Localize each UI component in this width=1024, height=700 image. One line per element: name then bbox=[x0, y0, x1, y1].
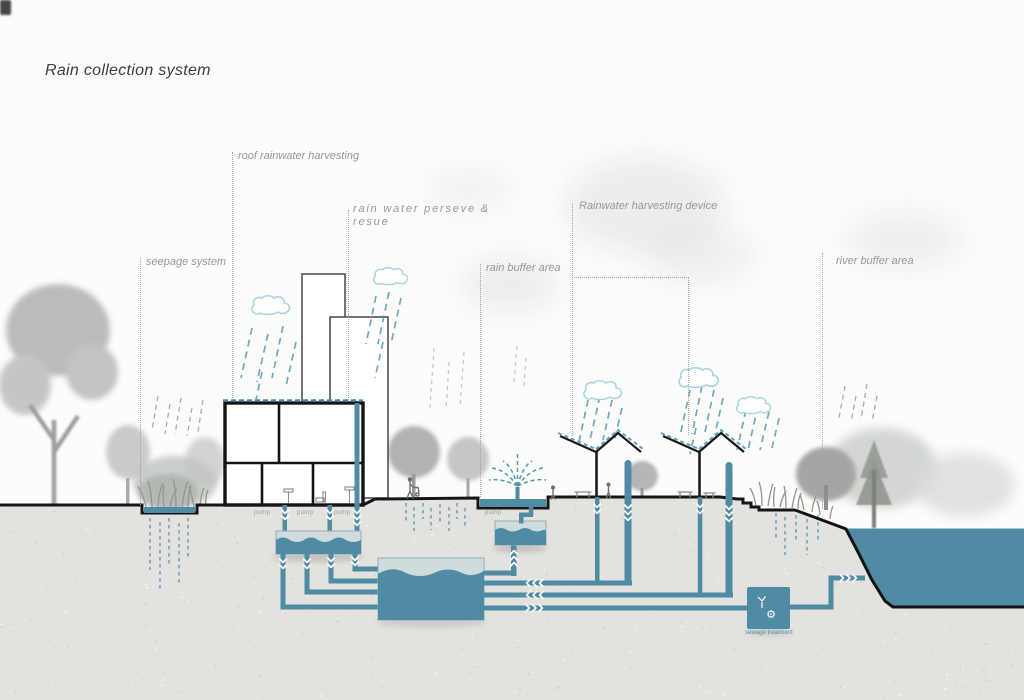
cloud-icon bbox=[736, 396, 772, 415]
fountain-nozzle bbox=[515, 487, 520, 500]
leader-river-buffer bbox=[822, 253, 823, 509]
flow-arrows bbox=[278, 503, 858, 613]
sprout-icon bbox=[757, 596, 766, 608]
leader-device-horizontal bbox=[572, 277, 689, 278]
cloud-icon bbox=[678, 366, 720, 389]
people-and-benches bbox=[406, 477, 716, 500]
sewage-treatment-box: ⚙ bbox=[747, 587, 790, 629]
trees-middle bbox=[388, 426, 658, 500]
leader-device-2 bbox=[688, 277, 689, 435]
person-walking bbox=[406, 477, 420, 499]
pine-tree bbox=[856, 440, 892, 528]
label-seepage-system: seepage system bbox=[146, 256, 227, 268]
fountain-pump-tank bbox=[494, 520, 547, 546]
label-sewage-treatment: sewage treatment bbox=[745, 630, 793, 636]
trees-left bbox=[0, 284, 225, 505]
label-pump-1: pump bbox=[254, 510, 271, 516]
leader-roof-harvesting bbox=[232, 152, 233, 400]
storage-tank-small bbox=[275, 530, 362, 555]
label-pump-4: pump bbox=[485, 510, 502, 516]
trees-riverbank bbox=[749, 428, 1015, 528]
label-rain-water-preserve: rain water perseve & resue bbox=[353, 203, 490, 229]
diagram-title: Rain collection system bbox=[45, 62, 211, 79]
harvesting-device bbox=[557, 428, 644, 497]
label-pump-3: pump bbox=[334, 510, 351, 516]
leader-rain-buffer bbox=[480, 264, 481, 497]
fountain-icon bbox=[488, 454, 547, 487]
rain-buffer-basin-water bbox=[480, 499, 546, 507]
sky-haze bbox=[430, 157, 963, 311]
gray-rain-streaks bbox=[151, 345, 878, 437]
gear-icon: ⚙ bbox=[766, 608, 776, 621]
seepage-basin-water bbox=[144, 507, 195, 513]
seepage-dashes bbox=[149, 503, 819, 590]
harvesting-device bbox=[660, 428, 747, 497]
cloud-icon bbox=[251, 294, 291, 316]
leader-device-1 bbox=[572, 203, 573, 436]
cloud-icon bbox=[373, 267, 409, 286]
bench bbox=[574, 491, 592, 498]
label-rain-water-preserve-line1: rain water perseve & bbox=[353, 203, 490, 215]
storage-tank-main bbox=[377, 557, 485, 621]
corner-mark bbox=[0, 0, 11, 15]
bench bbox=[703, 492, 716, 499]
label-rainwater-harvesting-device: Rainwater harvesting device bbox=[579, 200, 718, 212]
person-standing bbox=[605, 482, 612, 499]
rainwater-harvesting-devices bbox=[557, 428, 747, 497]
label-pump-2: pump bbox=[297, 510, 314, 516]
leader-seepage-system bbox=[140, 258, 141, 505]
cloud-icons bbox=[251, 267, 772, 415]
river-water bbox=[846, 528, 1024, 606]
rain-lines bbox=[240, 291, 780, 455]
label-rain-buffer-area: rain buffer area bbox=[486, 262, 561, 274]
building-downpipe bbox=[354, 403, 360, 532]
leader-rain-preserve bbox=[348, 210, 349, 400]
ground-fill bbox=[0, 497, 1024, 700]
cloud-icon bbox=[583, 379, 623, 401]
ground-line bbox=[0, 495, 795, 515]
person-standing bbox=[550, 485, 556, 500]
building-section bbox=[223, 399, 365, 507]
ground-texture bbox=[0, 504, 1021, 699]
riverbank-line bbox=[794, 508, 1024, 609]
label-roof-rainwater-harvesting: roof rainwater harvesting bbox=[238, 150, 360, 162]
plumbing-fixtures bbox=[283, 486, 355, 503]
bench bbox=[677, 491, 693, 498]
label-river-buffer-area: river buffer area bbox=[836, 255, 914, 267]
pipe-network: ⚙ bbox=[275, 403, 865, 629]
label-rain-water-preserve-line2: resue bbox=[353, 216, 390, 228]
reed-grass-basin bbox=[133, 456, 217, 510]
